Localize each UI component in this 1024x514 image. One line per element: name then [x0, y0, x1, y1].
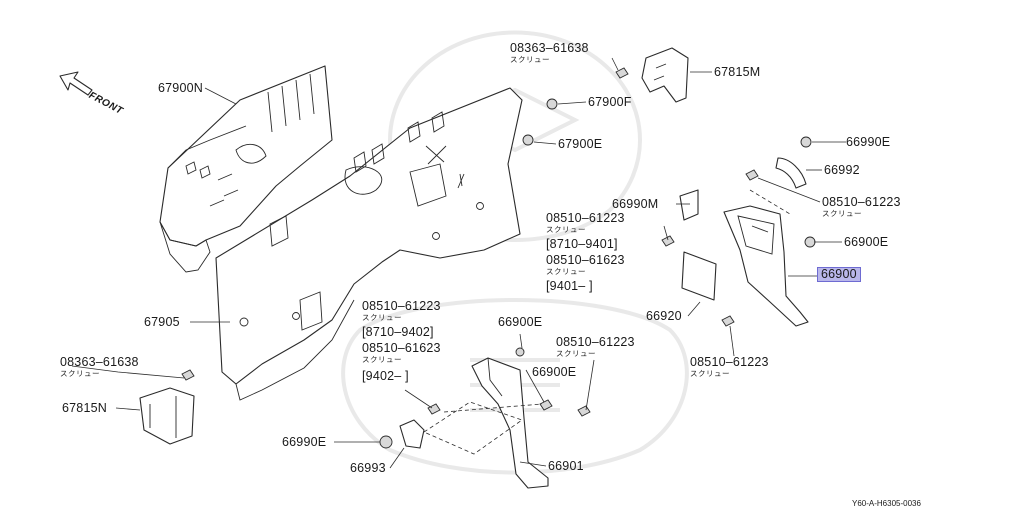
callout-08510-61223-c[interactable]: 08510–61223 — [556, 335, 635, 349]
clip-66993 — [399, 419, 425, 449]
callout-08510-61223-r1[interactable]: 08510–61223 — [822, 195, 901, 209]
callout-08510-61623-left-sub: スクリュー — [362, 355, 402, 364]
callout-08510-61223-r2[interactable]: 08510–61223 — [690, 355, 769, 369]
callout-66900E-right[interactable]: 66900E — [844, 235, 889, 249]
callout-08510-61223-c-sub: スクリュー — [556, 349, 596, 358]
callout-08510-61223-left-sub: スクリュー — [362, 313, 402, 322]
callout-66900E-a[interactable]: 66900E — [498, 315, 543, 329]
plate-66920 — [681, 251, 717, 301]
callout-66990E-left[interactable]: 66990E — [282, 435, 327, 449]
callout-66992[interactable]: 66992 — [824, 163, 860, 177]
callout-08510-61223-mid-sub: スクリュー — [546, 225, 586, 234]
trim-panel-66900 — [723, 205, 809, 327]
callout-08510-61623-mid[interactable]: 08510–61623 — [546, 253, 625, 267]
callout-66990M[interactable]: 66990M — [612, 197, 659, 211]
callout-08510-61623-left[interactable]: 08510–61623 — [362, 341, 441, 355]
screw-icons — [181, 67, 816, 449]
callout-67900N[interactable]: 67900N — [158, 81, 203, 95]
insulator-67905 — [215, 87, 523, 401]
diagram-reference-code: Y60-A-H6305-0036 — [852, 499, 921, 508]
callout-66900E-b[interactable]: 66900E — [532, 365, 577, 379]
front-arrow-icon — [59, 71, 93, 96]
stay-66901 — [471, 357, 549, 489]
bracket-67815N — [139, 387, 195, 445]
callout-08510-61223-mid[interactable]: 08510–61223 — [546, 211, 625, 225]
callout-66900-highlighted[interactable]: 66900 — [817, 267, 861, 282]
callout-66990E-right[interactable]: 66990E — [846, 135, 891, 149]
callout-08363-61638-top-sub: スクリュー — [510, 55, 550, 64]
callout-08510-61623-mid-sub: スクリュー — [546, 267, 586, 276]
bracket-67815M — [641, 47, 689, 103]
callout-08363-61638-left[interactable]: 08363–61638 — [60, 355, 139, 369]
callout-9402: [9402– ] — [362, 369, 409, 383]
callout-66901[interactable]: 66901 — [548, 459, 584, 473]
callout-66920[interactable]: 66920 — [646, 309, 682, 323]
callout-67905[interactable]: 67905 — [144, 315, 180, 329]
callout-67815N[interactable]: 67815N — [62, 401, 107, 415]
callout-08510-61223-left[interactable]: 08510–61223 — [362, 299, 441, 313]
callout-08510-61223-r2-sub: スクリュー — [690, 369, 730, 378]
callout-8710-9402: [8710–9402] — [362, 325, 434, 339]
callout-08363-61638-left-sub: スクリュー — [60, 369, 100, 378]
callout-66993[interactable]: 66993 — [350, 461, 386, 475]
callout-9401: [9401– ] — [546, 279, 593, 293]
insulator-67900N — [159, 65, 333, 273]
leader-lines — [71, 57, 846, 469]
callout-67815M[interactable]: 67815M — [714, 65, 761, 79]
callout-8710-9401: [8710–9401] — [546, 237, 618, 251]
callout-08510-61223-r1-sub: スクリュー — [822, 209, 862, 218]
callout-67900F[interactable]: 67900F — [588, 95, 632, 109]
callout-67900E-top[interactable]: 67900E — [558, 137, 603, 151]
bracket-66990M — [679, 189, 699, 221]
callout-08363-61638-top[interactable]: 08363–61638 — [510, 41, 589, 55]
clip-66992 — [775, 157, 807, 189]
